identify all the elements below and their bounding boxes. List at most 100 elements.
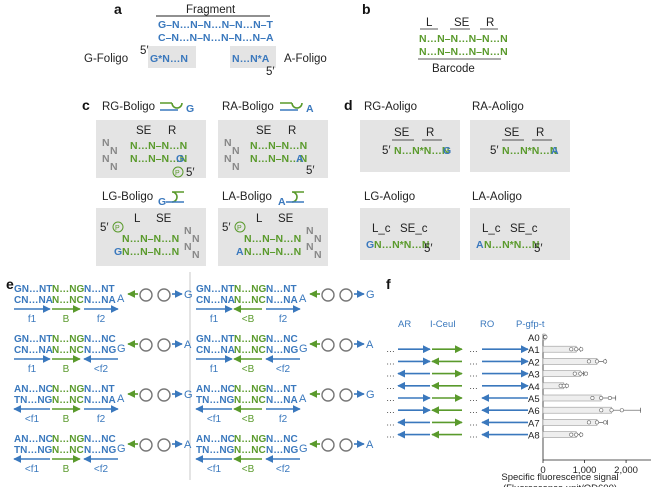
construct-feature-label: B: [63, 464, 70, 475]
construct-top-seq: N…NT: [266, 384, 297, 395]
ra-a-5prime: 5′: [490, 145, 499, 157]
construct-loop-icon: [339, 338, 353, 352]
lg-hairpin-n4: N: [192, 249, 200, 261]
data-point: [599, 408, 604, 413]
panel-letter-f: f: [386, 276, 391, 292]
lg-hairpin-n3: N: [184, 241, 192, 253]
data-point: [572, 371, 577, 376]
row-dots-left: …: [386, 417, 395, 427]
construct-top-seq: N…NG: [234, 334, 266, 345]
rg-label-SE: SE: [136, 125, 152, 137]
x-axis-title-line2: (Fluorescence unit/OD600): [503, 483, 617, 487]
row-dots-left: …: [386, 344, 395, 354]
rg-row2: N…N–N…N: [130, 153, 187, 165]
construct-feature-label: <f2: [276, 464, 291, 475]
row-dots-left: …: [386, 393, 395, 403]
rg-boligo-box: [96, 120, 206, 178]
construct-row: ……: [386, 356, 529, 366]
rg-hairpin-n3: N: [102, 153, 110, 165]
construct-feature-label: <f1: [207, 464, 222, 475]
part-label: AR: [398, 319, 411, 330]
rg-a-label-SE: SE: [394, 127, 410, 139]
construct-top-seq: N…NG: [52, 434, 84, 445]
part-label: I-CeuI: [430, 319, 456, 330]
panel-d: RG-Aoligo SE R 5′ N…N*N…N G RA-Aoligo SE…: [360, 101, 570, 260]
la-hairpin-n4: N: [314, 249, 322, 261]
part-label: P-gfp-t: [516, 319, 545, 330]
a-foligo-seq: N…N*A: [232, 53, 270, 65]
row-label: A8: [528, 431, 540, 442]
lg-label-L: L: [134, 213, 141, 225]
construct-loop-icon: [321, 288, 335, 302]
data-point: [574, 432, 579, 437]
construct-feature-label: <B: [242, 414, 255, 425]
data-point: [594, 420, 599, 425]
rg-hairpin-n4: N: [110, 161, 118, 173]
construct-top-seq: GN…NT: [196, 334, 234, 345]
construct-top-seq: AN…NC: [196, 384, 235, 395]
construct-loop-icon: [157, 338, 171, 352]
x-tick-label: 0: [540, 465, 545, 476]
fragment-top-strand: G–N…N–N…N–N…N–T: [158, 19, 274, 31]
ra-boligo-tail: A: [306, 103, 314, 115]
row-dots-left: …: [386, 381, 395, 391]
lg-boligo-hairpin-icon: [171, 191, 184, 203]
la-hairpin-n3: N: [306, 241, 314, 253]
construct-bottom-seq: N…NA: [84, 395, 116, 406]
rg-hairpin-n1: N: [102, 137, 110, 149]
construct-end-base: G: [117, 343, 126, 355]
construct-feature-label: <f2: [94, 364, 109, 375]
construct-loop-icon: [157, 388, 171, 402]
construct-top-seq: N…NG: [52, 284, 84, 295]
rg-aoligo-title: RG-Aoligo: [364, 101, 417, 113]
rg-a-5prime: 5′: [382, 145, 391, 157]
ra-5prime: 5′: [306, 165, 315, 177]
rg-hairpin-n2: N: [110, 145, 118, 157]
row-dots-mid: …: [469, 430, 478, 440]
panel-letter-e: e: [6, 276, 14, 292]
barcode-row1: N…N–N…N–N…N: [419, 33, 508, 45]
data-point: [609, 408, 614, 413]
row-dots-mid: …: [469, 417, 478, 427]
rg-label-R: R: [168, 125, 176, 137]
g-foligo-5prime: 5′: [140, 45, 149, 57]
construct-end-base: A: [117, 393, 125, 405]
data-point: [564, 383, 569, 388]
barcode-label: Barcode: [432, 63, 475, 75]
construct-end-base: G: [117, 443, 126, 455]
ra-label-R: R: [288, 125, 296, 137]
row-dots-mid: …: [469, 344, 478, 354]
construct-feature-label: f2: [97, 414, 106, 425]
construct-loop-icon: [339, 388, 353, 402]
construct-feature-label: f1: [28, 314, 37, 325]
la-a-start: A: [476, 239, 484, 251]
data-point: [619, 408, 624, 413]
data-point: [579, 347, 584, 352]
rg-a-end: G: [443, 145, 451, 157]
data-point: [599, 395, 604, 400]
construct-bottom-seq: TN…NG: [14, 395, 53, 406]
construct-bottom-seq: CN…NA: [14, 345, 53, 356]
row-dots-mid: …: [469, 381, 478, 391]
lg-row1: N…N–N…N: [122, 233, 179, 245]
rg-boligo-hairpin-icon: [160, 102, 183, 109]
la-boligo-box: [218, 208, 328, 266]
construct-end-base: G: [299, 443, 308, 455]
row-label: A2: [528, 357, 540, 368]
construct-feature-label: <f2: [94, 464, 109, 475]
construct-tail-base: G: [184, 289, 193, 301]
construct-top-seq: N…NG: [234, 384, 266, 395]
lg-a-5prime: 5′: [424, 243, 433, 255]
la-a-label-SE: SE_c: [510, 223, 538, 235]
barcode-label-L: L: [426, 17, 433, 29]
lg-row2: N…N–N…N: [122, 246, 179, 258]
construct-top-seq: N…NC: [266, 334, 298, 345]
construct-tail-base: A: [184, 439, 192, 451]
construct-end-base: A: [299, 293, 307, 305]
construct-bottom-seq: N…NC: [52, 345, 84, 356]
